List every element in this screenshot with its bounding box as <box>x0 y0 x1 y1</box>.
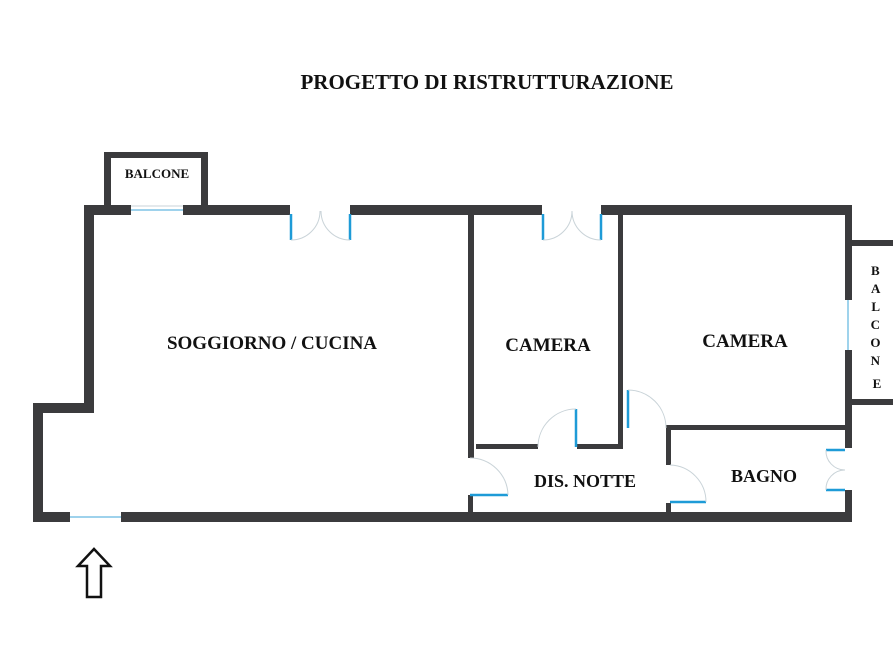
balcone-right-label: B A L C O N E <box>870 263 883 391</box>
walls <box>33 205 852 522</box>
room-camera-1: CAMERA <box>505 335 591 356</box>
room-camera-2: CAMERA <box>702 331 788 352</box>
arrow-up-icon <box>75 547 113 599</box>
room-soggiorno-cucina: SOGGIORNO / CUCINA <box>167 333 377 354</box>
balcone-top-label: BALCONE <box>125 166 189 181</box>
balcone-right: B A L C O N E <box>852 240 893 405</box>
doors <box>289 210 846 504</box>
room-dis-notte: DIS. NOTTE <box>534 471 636 491</box>
windows <box>70 205 849 518</box>
plan-title: PROGETTO DI RISTRUTTURAZIONE <box>300 70 673 94</box>
room-bagno: BAGNO <box>731 466 797 486</box>
balcone-top: BALCONE <box>104 152 208 214</box>
